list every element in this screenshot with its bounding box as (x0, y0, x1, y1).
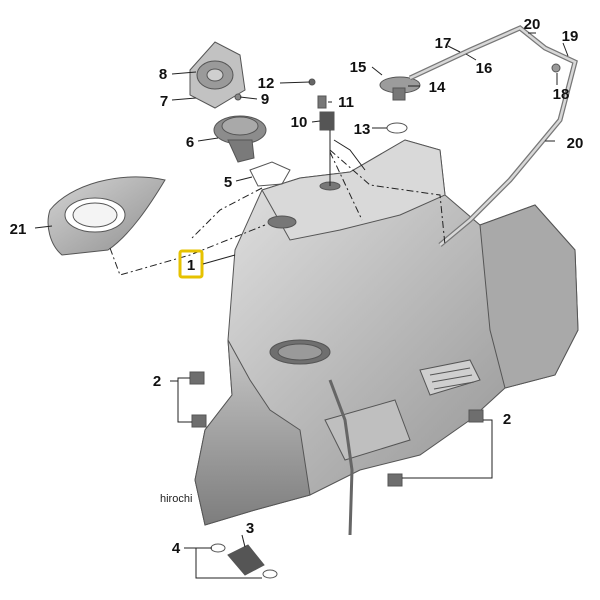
fuel-tank (194, 139, 579, 526)
callout-6: 6 (186, 134, 194, 151)
callout-16: 16 (476, 60, 493, 77)
callout-5: 5 (224, 174, 232, 191)
callout-7: 7 (160, 93, 168, 110)
callout-17: 17 (435, 35, 452, 52)
callout-12: 12 (258, 75, 275, 92)
callout-10: 10 (291, 114, 308, 131)
callout-2-left: 2 (153, 373, 161, 390)
hose-sleeve-and-rings (210, 543, 278, 579)
callout-21: 21 (10, 221, 27, 238)
callout-11: 11 (338, 94, 354, 111)
leader-lines (34, 32, 569, 579)
filler-cap-assembly (189, 41, 267, 163)
rubber-mounts (189, 371, 484, 487)
callout-2-right: 2 (503, 411, 511, 428)
callout-19: 19 (562, 28, 579, 45)
callout-3: 3 (246, 520, 254, 537)
callout-20-right: 20 (567, 135, 584, 152)
callout-9: 9 (261, 91, 269, 108)
callout-4: 4 (172, 540, 181, 557)
callout-8: 8 (159, 66, 167, 83)
callout-14: 14 (429, 79, 446, 96)
watermark-text: hirochi (160, 493, 192, 505)
callout-20-top: 20 (524, 16, 541, 33)
fuel-lines (328, 25, 578, 536)
callout-13: 13 (354, 121, 371, 138)
callout-15: 15 (350, 59, 367, 76)
pump-parts (379, 76, 421, 134)
callout-18: 18 (553, 86, 570, 103)
callout-1: 1 (187, 257, 195, 274)
seal-ring-5 (249, 161, 291, 187)
highlight-box (178, 249, 204, 279)
tank-cover (47, 176, 166, 256)
